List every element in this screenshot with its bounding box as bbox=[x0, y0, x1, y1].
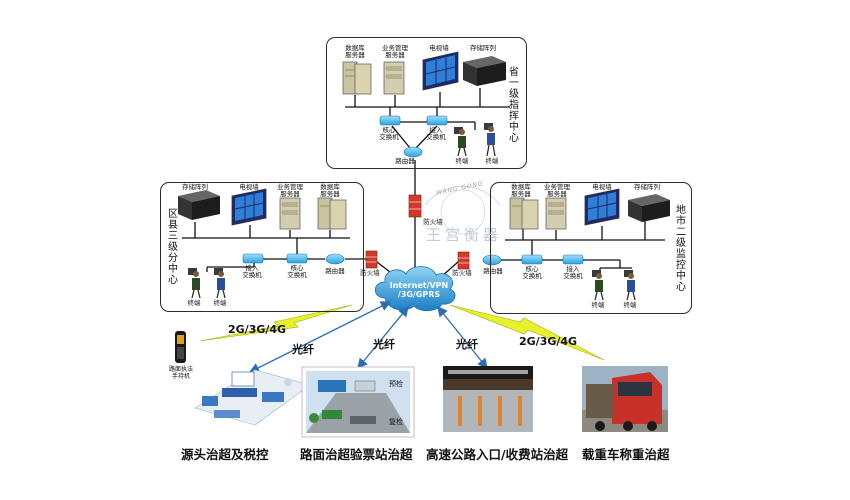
city-core-switch-icon bbox=[521, 254, 543, 265]
city-terminal-a-label: 终端 bbox=[591, 301, 605, 309]
city-firewall-icon bbox=[457, 251, 470, 270]
provincial-router-label: 路由器 bbox=[395, 157, 415, 165]
county-video-wall-icon bbox=[231, 188, 267, 226]
county-storage-label: 存储阵列 bbox=[182, 183, 208, 191]
truck-site-illustration bbox=[582, 366, 668, 432]
city-video-wall-label: 电视墙 bbox=[592, 183, 612, 191]
provincial-db-server-icon bbox=[342, 61, 372, 95]
city-core-switch-label: 核心 交换机 bbox=[522, 265, 542, 280]
city-access-switch-icon bbox=[562, 254, 584, 265]
city-db-server-label: 数据库 服务器 bbox=[511, 183, 531, 198]
city-db-server-icon bbox=[509, 197, 539, 230]
city-router-icon bbox=[482, 254, 502, 266]
county-terminal-b-icon bbox=[214, 268, 226, 299]
provincial-biz-server-label: 业务管理 服务器 bbox=[382, 44, 408, 59]
left-wireless-label: 2G/3G/4G bbox=[228, 323, 287, 336]
city-biz-server-label: 业务管理 服务器 bbox=[544, 183, 570, 198]
city-router-label: 路由器 bbox=[483, 267, 503, 275]
county-video-wall-label: 电视墙 bbox=[239, 183, 259, 191]
city-access-switch-label: 接入 交换机 bbox=[563, 265, 583, 280]
county-center-box bbox=[160, 182, 364, 312]
provincial-terminal-a-label: 终端 bbox=[455, 157, 469, 165]
provincial-core-switch-icon bbox=[379, 115, 401, 126]
provincial-video-wall-label: 电视墙 bbox=[429, 44, 449, 52]
road-fiber-arrow bbox=[357, 305, 409, 370]
road-precheck-label: 预检 bbox=[389, 380, 403, 388]
central-firewall-label: 防火墙 bbox=[423, 218, 443, 226]
road-recheck-label: 复检 bbox=[389, 418, 403, 426]
county-firewall-label: 防火墙 bbox=[360, 269, 380, 277]
provincial-access-switch-icon bbox=[426, 115, 448, 126]
internet-cloud-icon bbox=[374, 266, 456, 312]
watermark-seal bbox=[424, 185, 501, 235]
provincial-center-network bbox=[345, 88, 510, 198]
source-site-caption: 源头治超及税控 bbox=[181, 447, 269, 462]
provincial-router-icon bbox=[403, 146, 423, 158]
provincial-biz-server-icon bbox=[383, 61, 405, 95]
county-terminal-a-label: 终端 bbox=[187, 299, 201, 307]
county-router-label: 路由器 bbox=[325, 267, 345, 275]
right-wireless-label: 2G/3G/4G bbox=[519, 335, 578, 348]
county-db-server-label: 数据库 服务器 bbox=[320, 183, 340, 198]
provincial-terminal-a-icon bbox=[454, 127, 467, 157]
truck-site-caption: 载重车称重治超 bbox=[582, 447, 670, 462]
city-terminal-a-icon bbox=[592, 270, 604, 301]
city-center-box bbox=[490, 182, 692, 314]
mid-fiber-label: 光纤 bbox=[373, 338, 395, 351]
highway-fiber-arrow bbox=[437, 305, 488, 370]
county-biz-server-icon bbox=[279, 197, 301, 230]
city-storage-label: 存储阵列 bbox=[634, 183, 660, 191]
county-center-network bbox=[182, 222, 368, 272]
highway-site-caption: 高速公路入口/收费站治超 bbox=[426, 447, 569, 462]
county-access-switch-label: 接入 交换机 bbox=[242, 264, 262, 279]
provincial-db-server-label: 数据库 服务器 bbox=[345, 44, 365, 59]
city-terminal-b-label: 终端 bbox=[623, 301, 637, 309]
watermark-text: 王宫衡器 bbox=[426, 226, 503, 244]
county-terminal-a-icon bbox=[188, 268, 201, 299]
provincial-access-switch-label: 接入 交换机 bbox=[426, 126, 446, 141]
county-db-server-icon bbox=[317, 197, 347, 230]
handheld-device-label: 路面执法 手持机 bbox=[168, 366, 193, 380]
provincial-storage-icon bbox=[463, 56, 506, 86]
county-core-switch-label: 核心 交换机 bbox=[287, 264, 307, 279]
city-terminal-b-icon bbox=[624, 270, 636, 301]
handheld-device-icon bbox=[175, 331, 186, 363]
provincial-terminal-b-icon bbox=[484, 123, 496, 157]
city-storage-icon bbox=[628, 194, 670, 222]
city-firewall-label: 防火墙 bbox=[452, 269, 472, 277]
left-fiber-label: 光纤 bbox=[292, 343, 314, 356]
provincial-core-switch-label: 核心 交换机 bbox=[379, 126, 399, 141]
provincial-storage-label: 存储阵列 bbox=[470, 44, 496, 52]
county-router-icon bbox=[325, 253, 345, 265]
county-terminal-b-label: 终端 bbox=[213, 299, 227, 307]
source-site-illustration bbox=[194, 369, 311, 426]
county-firewall-icon bbox=[365, 250, 378, 269]
internet-cloud-label: Internet/VPN /3G/GPRS bbox=[389, 281, 449, 299]
provincial-center-box bbox=[326, 37, 527, 169]
city-center-title: 地市二级监控中心 bbox=[673, 204, 685, 292]
county-access-switch-icon bbox=[242, 253, 264, 264]
right-wireless-bolt bbox=[449, 304, 605, 361]
provincial-center-title: 省一级指挥中心 bbox=[506, 66, 518, 143]
county-biz-server-label: 业务管理 服务器 bbox=[277, 183, 303, 198]
city-video-wall-icon bbox=[584, 188, 620, 226]
road-site-caption: 路面治超验票站治超 bbox=[300, 447, 413, 462]
right-fiber-label: 光纤 bbox=[456, 338, 478, 351]
county-core-switch-icon bbox=[286, 253, 308, 264]
provincial-video-wall-icon bbox=[422, 51, 459, 91]
central-firewall-icon bbox=[408, 194, 422, 218]
county-center-title: 区县三级分中心 bbox=[165, 208, 177, 285]
highway-site-illustration bbox=[443, 366, 533, 432]
provincial-terminal-b-label: 终端 bbox=[485, 157, 499, 165]
road-site-illustration bbox=[301, 366, 415, 438]
city-biz-server-icon bbox=[545, 197, 567, 230]
county-storage-icon bbox=[178, 190, 220, 220]
